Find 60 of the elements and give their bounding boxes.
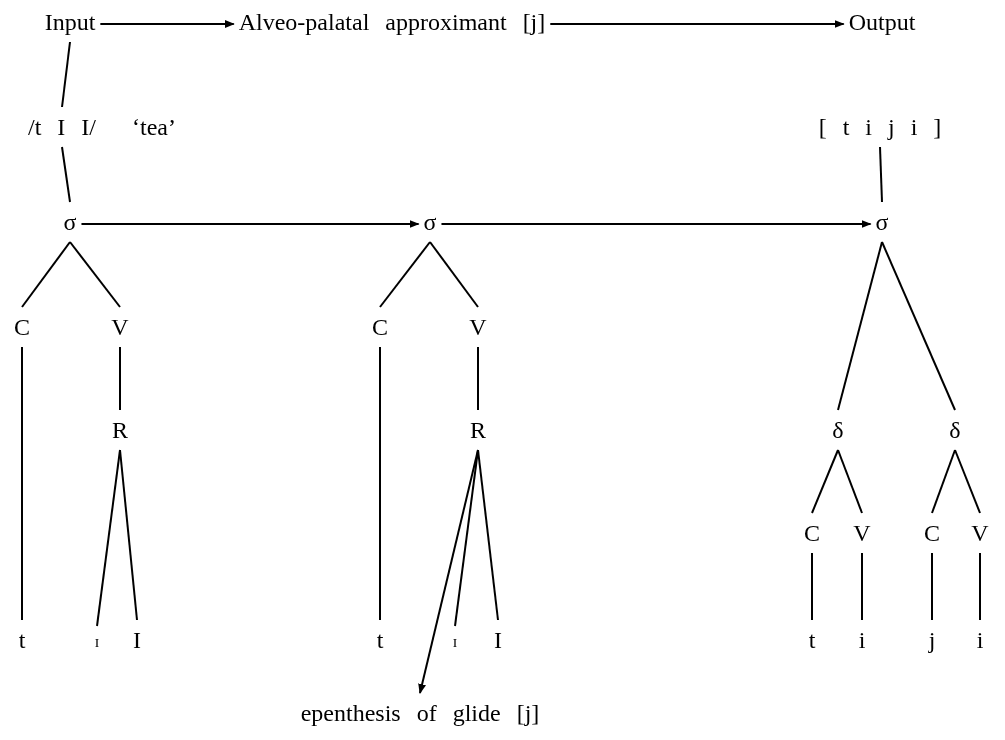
tree-line xyxy=(119,449,138,621)
tree-line xyxy=(837,241,883,411)
tree-node-label: δ xyxy=(946,410,964,450)
tree-node-label: I xyxy=(130,620,144,660)
tree-node-label: /t I I/ xyxy=(25,107,99,147)
tree-node-label: δ xyxy=(829,410,847,450)
tree-line xyxy=(811,449,839,514)
tree-node-label: epenthesis of glide [j] xyxy=(297,693,543,733)
tree-line xyxy=(811,552,813,621)
tree-line xyxy=(477,346,479,411)
tree-line xyxy=(861,552,863,621)
tree-node-label: σ xyxy=(60,202,80,242)
tree-node-label: j xyxy=(925,620,939,660)
tree-line xyxy=(979,552,981,621)
arrow xyxy=(549,20,845,28)
tree-node-label: i xyxy=(973,620,987,660)
tree-node-label: σ xyxy=(872,202,892,242)
tree-line xyxy=(477,449,499,621)
tree-node-label: t xyxy=(805,620,819,660)
tree-node-label: C xyxy=(921,513,943,553)
tree-node-label: V xyxy=(968,513,992,553)
arrow xyxy=(418,449,479,694)
tree-node-label: i xyxy=(855,620,869,660)
arrow xyxy=(80,220,420,228)
tree-line xyxy=(119,346,121,411)
tree-node-label: σ xyxy=(420,202,440,242)
tree-line xyxy=(837,449,863,514)
tree-line xyxy=(21,346,23,621)
tree-node-label: ɪ xyxy=(449,626,461,658)
tree-node-label: [ t i j i ] xyxy=(815,107,945,147)
tree-node-label: R xyxy=(109,410,131,450)
tree-line xyxy=(931,552,933,621)
tree-line xyxy=(379,346,381,621)
tree-node-label: t xyxy=(15,620,29,660)
tree-node-label: C xyxy=(801,513,823,553)
tree-node-label: C xyxy=(369,307,391,347)
tree-node-label: t xyxy=(373,620,387,660)
tree-node-label: Input xyxy=(41,2,99,42)
tree-line xyxy=(69,241,121,308)
tree-line xyxy=(429,241,479,308)
tree-line xyxy=(931,449,956,514)
tree-line xyxy=(879,146,883,203)
gloss-text: ‘tea’ xyxy=(132,115,176,139)
tree-line xyxy=(881,241,956,411)
tree-node-label: C xyxy=(11,307,33,347)
tree-node-label: ɪ xyxy=(91,626,103,658)
tree-line xyxy=(379,241,431,308)
tree-node-label: V xyxy=(108,307,132,347)
tree-node-label: Alveo-palatal approximant [j] xyxy=(235,2,549,42)
tree-node-label: V xyxy=(466,307,490,347)
tree-line xyxy=(61,146,71,203)
tree-node-label: Output xyxy=(845,2,919,42)
arrow xyxy=(440,220,872,228)
tree-node-label: R xyxy=(467,410,489,450)
tree-line xyxy=(61,41,71,108)
tree-line xyxy=(21,241,71,308)
tree-node-label: V xyxy=(850,513,874,553)
tree-node-label: I xyxy=(491,620,505,660)
tree-line xyxy=(954,449,981,514)
arrow xyxy=(99,20,235,28)
